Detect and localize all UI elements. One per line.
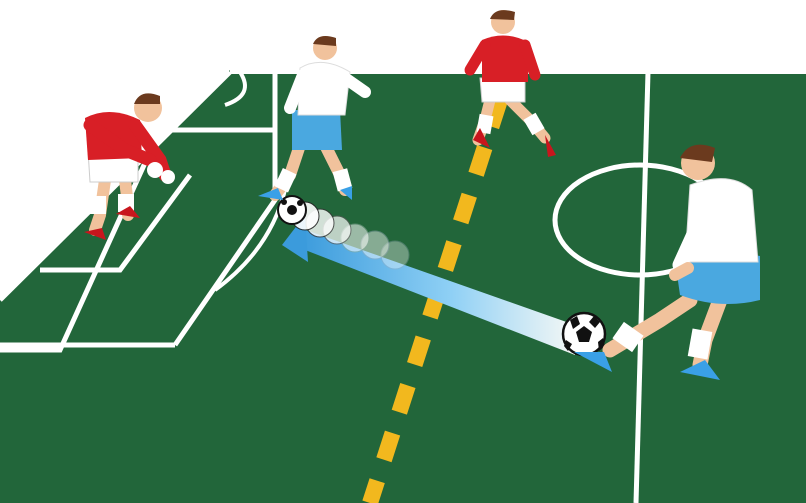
football: [563, 313, 605, 355]
ball-trail-lead: [278, 196, 306, 224]
